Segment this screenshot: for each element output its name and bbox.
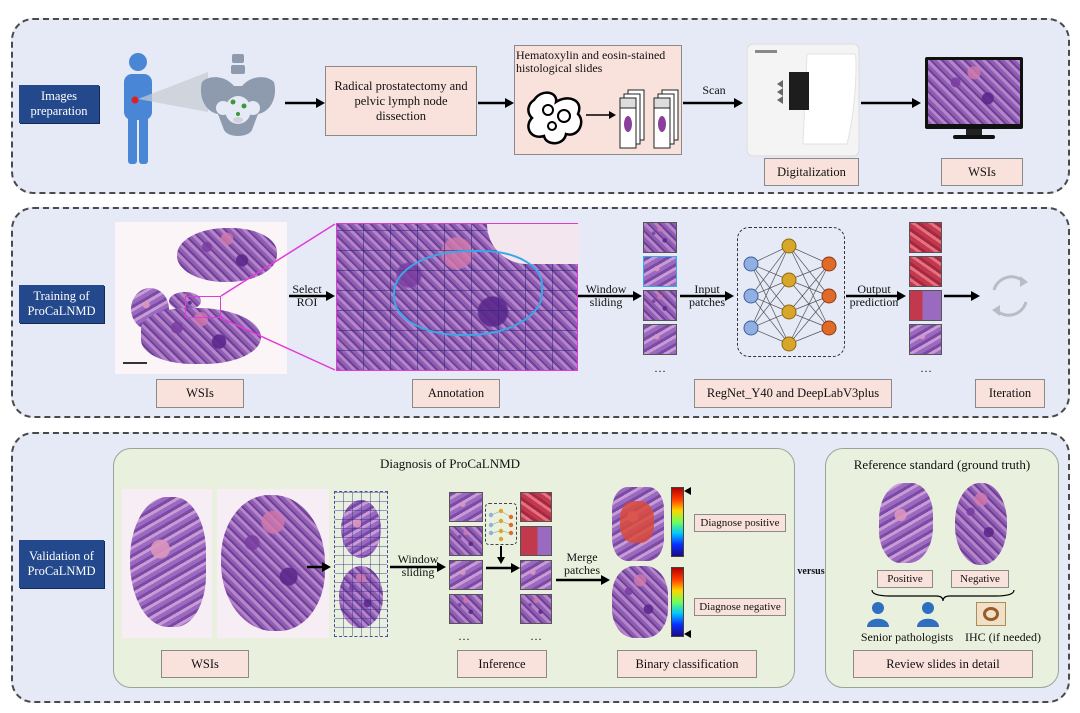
patch-tile — [643, 222, 677, 253]
colorbar-icon — [671, 487, 684, 557]
wsis-box-row2: WSIs — [156, 379, 244, 408]
window-sliding-label-row2: Window sliding — [585, 282, 627, 309]
senior-pathologists-label: Senior pathologists — [860, 630, 954, 644]
wsi-image-a — [122, 489, 212, 638]
merge-patches-label: Merge patches — [564, 550, 600, 577]
arrow-icon — [846, 291, 906, 301]
marker-icon — [684, 630, 691, 638]
inference-ellipsis-left: … — [458, 629, 470, 643]
wsi-thumbnail-row2 — [115, 222, 287, 374]
glass-slides-icon — [619, 89, 679, 149]
wsis-box-row3: WSIs — [161, 650, 249, 678]
ihc-label: IHC (if needed) — [965, 630, 1041, 644]
heatmap-positive — [612, 487, 664, 561]
predictions-ellipsis: … — [920, 361, 932, 375]
output-prediction-label: Output prediction — [849, 282, 899, 309]
diagnosis-title: Diagnosis of ProCaLNMD — [379, 456, 521, 471]
window-sliding-label-row3: Window sliding — [397, 552, 439, 579]
annotation-image — [336, 223, 579, 371]
arrow-icon — [683, 98, 743, 108]
brace-icon — [871, 589, 1015, 602]
zoom-lines-icon — [220, 223, 336, 371]
prediction-tile — [909, 290, 942, 321]
versus-label: versus — [797, 566, 825, 577]
validation-label: Validation of ProCaLNMD — [19, 540, 104, 588]
monitor-icon — [925, 57, 1023, 141]
reference-title: Reference standard (ground truth) — [853, 457, 1031, 472]
negative-box: Negative — [951, 570, 1009, 588]
prediction-tile — [909, 222, 942, 253]
arrow-icon — [861, 98, 921, 108]
prediction-tile — [909, 256, 942, 287]
tissue-outline-icon — [527, 91, 583, 145]
patch-tile — [643, 324, 677, 355]
surgery-box: Radical prostatectomy and pelvic lymph n… — [325, 66, 477, 136]
input-patches-label: Input patches — [689, 282, 725, 309]
arrow-icon — [289, 291, 335, 301]
neural-network-icon — [743, 238, 837, 352]
scanner-icon — [746, 43, 860, 157]
diagnose-positive-box: Diagnose positive — [694, 514, 786, 532]
arrow-icon — [486, 563, 520, 573]
ihc-slide-icon — [976, 602, 1006, 626]
iteration-cycle-icon — [992, 275, 1028, 317]
inference-ellipsis-right: … — [530, 629, 542, 643]
marker-icon — [684, 487, 691, 495]
prediction-tile — [520, 526, 552, 556]
positive-box: Positive — [877, 570, 933, 588]
arrow-icon — [390, 562, 446, 572]
pelvis-icon — [200, 54, 276, 136]
wsi-image-b — [217, 489, 329, 638]
arrow-icon — [478, 98, 514, 108]
prediction-tile — [520, 594, 552, 624]
colorbar-icon — [671, 567, 684, 637]
heatmap-negative — [612, 566, 668, 638]
gridded-wsi — [334, 491, 388, 637]
reference-negative-image — [955, 483, 1007, 565]
arrow-icon — [556, 575, 610, 585]
inference-box: Inference — [457, 650, 547, 678]
binary-classification-box: Binary classification — [617, 650, 757, 678]
arrow-icon — [944, 291, 980, 301]
wsis-box-row1: WSIs — [941, 158, 1023, 186]
patches-ellipsis: … — [654, 361, 666, 375]
patch-tile — [643, 290, 677, 321]
reference-positive-image — [879, 483, 933, 563]
pathologist-icon — [917, 602, 939, 627]
training-label: Training of ProCaLNMD — [19, 285, 104, 323]
prediction-tile — [520, 492, 552, 522]
roi-box — [185, 296, 221, 318]
select-roi-label: Select ROI — [292, 282, 322, 309]
arrow-icon — [586, 111, 616, 119]
scan-label: Scan — [702, 83, 726, 97]
arrow-down-icon — [497, 546, 505, 564]
arrow-icon — [307, 562, 331, 572]
arrow-icon — [680, 291, 734, 301]
mini-network-box — [485, 503, 517, 545]
patch-tile — [449, 526, 483, 556]
zoom-beam-icon — [138, 72, 208, 112]
digitalization-box: Digitalization — [764, 158, 859, 186]
patch-tile — [449, 594, 483, 624]
iteration-box: Iteration — [975, 379, 1045, 408]
reference-box — [825, 448, 1059, 688]
images-preparation-label: Images preparation — [19, 85, 99, 123]
person-icon — [124, 53, 152, 164]
model-box: RegNet_Y40 and DeepLabV3plus — [694, 379, 892, 408]
arrow-icon — [578, 291, 642, 301]
pathologist-icon — [867, 602, 889, 627]
prediction-tile — [909, 324, 942, 355]
patch-tile — [449, 492, 483, 522]
annotation-box: Annotation — [412, 379, 500, 408]
patch-tile — [449, 560, 483, 590]
slides-box-title: Hematoxylin and eosin-stained histologic… — [516, 48, 666, 75]
diagnose-negative-box: Diagnose negative — [694, 598, 786, 616]
prediction-tile — [520, 560, 552, 590]
patch-tile — [643, 256, 677, 287]
arrow-icon — [285, 98, 325, 108]
neural-network-icon — [488, 508, 514, 542]
review-box: Review slides in detail — [853, 650, 1033, 678]
